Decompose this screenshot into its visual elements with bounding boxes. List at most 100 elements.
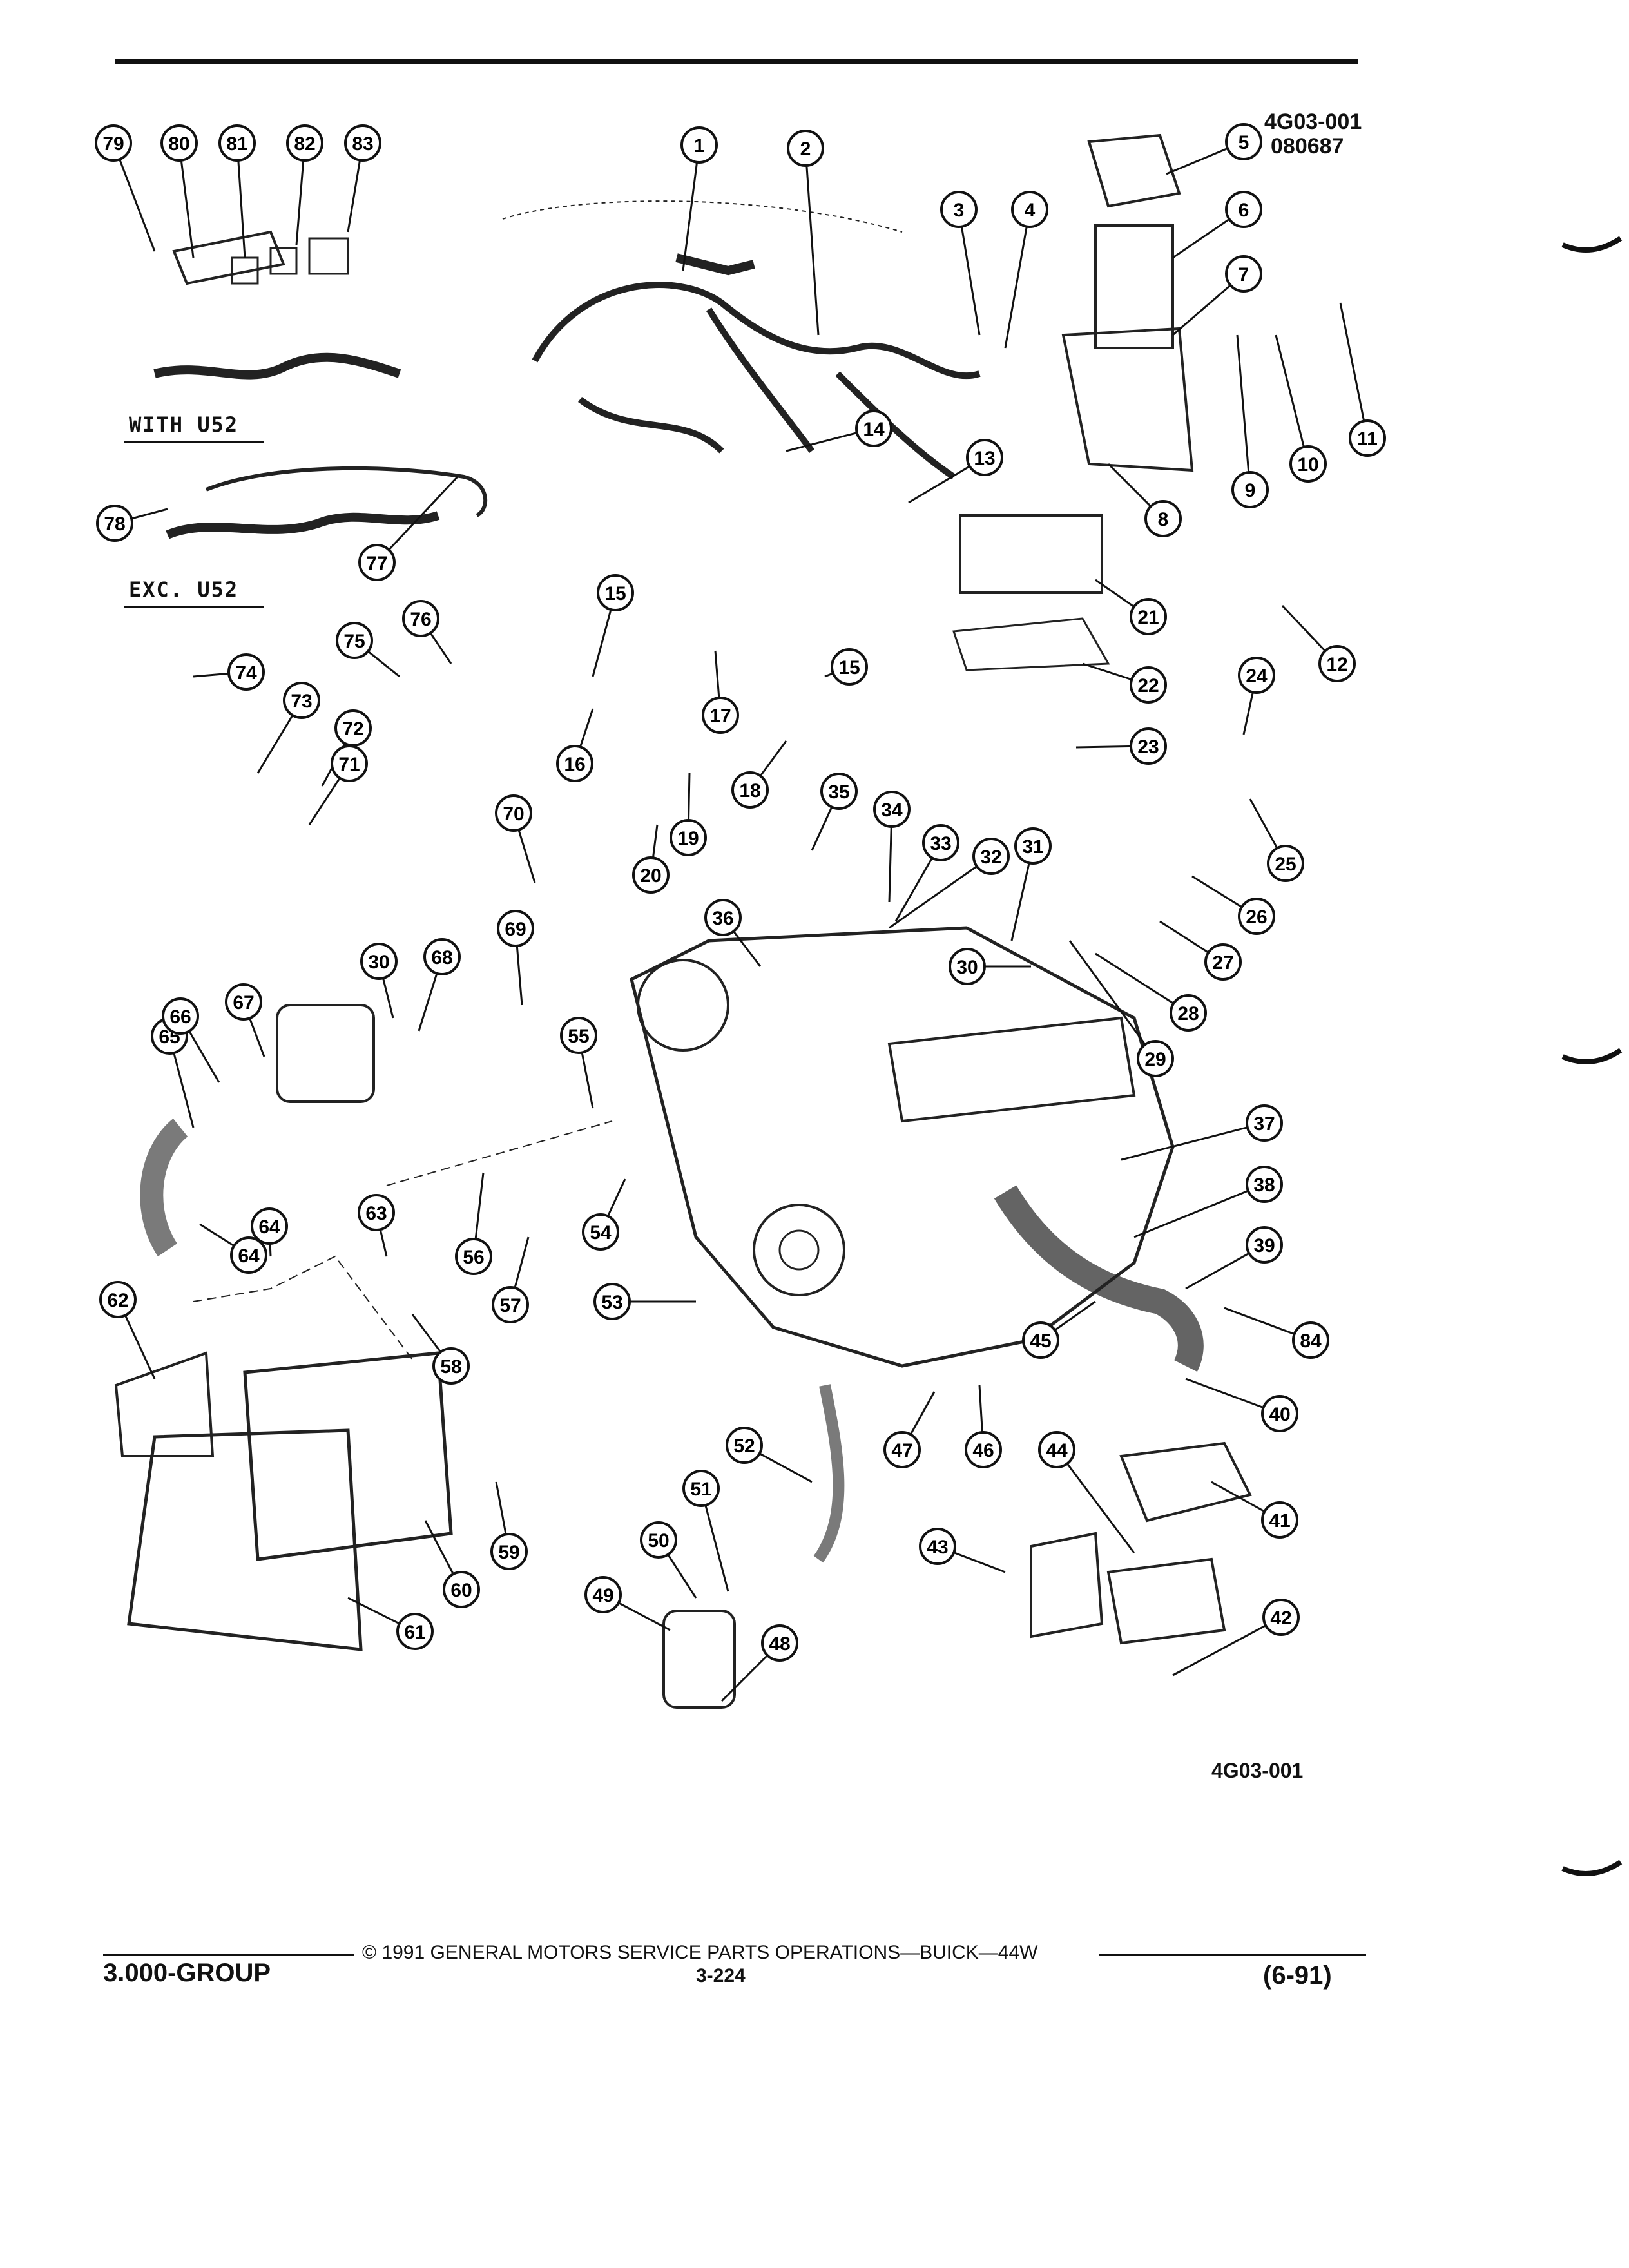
callout-2: 2 bbox=[787, 130, 824, 167]
callout-circle bbox=[1292, 1321, 1329, 1359]
callout-number: 43 bbox=[927, 1537, 948, 1558]
callout-number: 1 bbox=[694, 135, 705, 157]
callout-6: 6 bbox=[1225, 191, 1262, 228]
callout-circle bbox=[218, 124, 256, 162]
callout-63: 63 bbox=[358, 1194, 395, 1231]
callout-57: 57 bbox=[492, 1286, 529, 1323]
callout-circle bbox=[1246, 1226, 1283, 1264]
callout-number: 49 bbox=[592, 1585, 613, 1606]
callout-leader bbox=[376, 476, 459, 564]
callout-leader bbox=[236, 142, 246, 258]
callout-number: 17 bbox=[709, 706, 731, 727]
variant-label-with-u52: WITH U52 bbox=[123, 412, 265, 443]
callout-number: 78 bbox=[104, 514, 125, 535]
callout-number: 12 bbox=[1326, 654, 1347, 675]
callout-46: 46 bbox=[965, 1431, 1002, 1468]
callout-circle bbox=[761, 1624, 798, 1662]
callout-78: 78 bbox=[96, 505, 133, 542]
callout-number: 33 bbox=[930, 833, 951, 854]
callout-circle bbox=[702, 697, 739, 734]
figure-ref-code: 4G03-001 bbox=[1264, 110, 1362, 134]
callout-14: 14 bbox=[855, 410, 892, 447]
callout-number: 26 bbox=[1246, 907, 1267, 928]
callout-number: 71 bbox=[338, 754, 360, 775]
callout-79: 79 bbox=[95, 124, 132, 162]
page-edge-mark bbox=[1561, 1860, 1623, 1876]
callout-circle bbox=[336, 622, 373, 659]
callout-number: 31 bbox=[1022, 836, 1043, 858]
callout-circle bbox=[1225, 191, 1262, 228]
footer-copyright: © 1991 GENERAL MOTORS SERVICE PARTS OPER… bbox=[362, 1942, 1038, 1963]
callout-circle bbox=[360, 943, 398, 980]
callout-circle bbox=[443, 1571, 480, 1608]
callout-number: 15 bbox=[604, 583, 626, 604]
air-cleaner-illustration bbox=[1119, 1441, 1252, 1523]
callout-62: 62 bbox=[99, 1281, 137, 1318]
callout-47: 47 bbox=[883, 1431, 921, 1468]
callout-number: 46 bbox=[972, 1440, 994, 1461]
callout-leader bbox=[1236, 334, 1251, 490]
callout-number: 55 bbox=[568, 1026, 589, 1047]
callout-81: 81 bbox=[218, 124, 256, 162]
callout-80: 80 bbox=[160, 124, 198, 162]
callout-number: 29 bbox=[1144, 1049, 1166, 1070]
callout-circle bbox=[95, 124, 132, 162]
callout-30: 30 bbox=[360, 943, 398, 980]
callout-leader bbox=[1275, 334, 1309, 465]
callout-number: 7 bbox=[1239, 264, 1249, 285]
callout-circle bbox=[1130, 666, 1167, 704]
harness-exc-u52-illustration bbox=[166, 511, 440, 539]
callout-leader bbox=[958, 209, 981, 336]
callout-number: 84 bbox=[1300, 1331, 1322, 1352]
callout-number: 30 bbox=[956, 957, 978, 978]
bottom-ref-code: 4G03-001 bbox=[1211, 1759, 1304, 1782]
callout-34: 34 bbox=[873, 791, 911, 828]
callout-69: 69 bbox=[497, 910, 534, 947]
callout-number: 62 bbox=[107, 1290, 128, 1311]
engine-block-illustration bbox=[630, 926, 1175, 1368]
callout-number: 52 bbox=[733, 1436, 755, 1457]
callout-number: 45 bbox=[1030, 1331, 1051, 1352]
callout-circle bbox=[432, 1347, 470, 1385]
callout-circle bbox=[160, 124, 198, 162]
callout-circle bbox=[1261, 1501, 1298, 1539]
callout-circle bbox=[492, 1286, 529, 1323]
callout-number: 79 bbox=[102, 133, 124, 155]
callout-82: 82 bbox=[286, 124, 323, 162]
callout-number: 4 bbox=[1025, 200, 1036, 221]
callout-circle bbox=[949, 948, 986, 985]
callout-40: 40 bbox=[1261, 1395, 1298, 1432]
callout-circle bbox=[670, 819, 707, 856]
callout-71: 71 bbox=[331, 745, 368, 782]
callout-8: 8 bbox=[1144, 500, 1182, 537]
callout-74: 74 bbox=[227, 653, 265, 691]
callout-circle bbox=[1267, 845, 1304, 882]
callout-number: 16 bbox=[564, 754, 585, 775]
top-rule bbox=[115, 59, 1358, 64]
callout-number: 35 bbox=[828, 782, 849, 803]
callout-circle bbox=[1289, 445, 1327, 483]
callout-circle bbox=[1130, 727, 1167, 765]
callout-36: 36 bbox=[704, 899, 742, 936]
callout-circle bbox=[423, 938, 461, 975]
callout-number: 50 bbox=[648, 1530, 669, 1552]
callout-circle bbox=[640, 1521, 677, 1559]
callout-33: 33 bbox=[922, 824, 959, 861]
callout-number: 66 bbox=[169, 1006, 191, 1028]
ignition-coil-illustration bbox=[959, 514, 1103, 594]
callout-number: 28 bbox=[1177, 1003, 1199, 1024]
footer-group: 3.000-GROUP bbox=[103, 1959, 271, 1987]
intercooler-illustration bbox=[243, 1351, 453, 1561]
callout-16: 16 bbox=[556, 745, 593, 782]
hose-illustration bbox=[140, 1118, 188, 1256]
callout-circle bbox=[593, 1283, 631, 1320]
callout-circle bbox=[99, 1281, 137, 1318]
callout-11: 11 bbox=[1349, 419, 1386, 457]
callout-circle bbox=[560, 1017, 597, 1054]
callout-22: 22 bbox=[1130, 666, 1167, 704]
callout-20: 20 bbox=[632, 856, 670, 894]
callout-number: 13 bbox=[974, 448, 995, 469]
footer-page-number: 3-224 bbox=[696, 1965, 746, 1986]
callout-42: 42 bbox=[1262, 1599, 1300, 1636]
